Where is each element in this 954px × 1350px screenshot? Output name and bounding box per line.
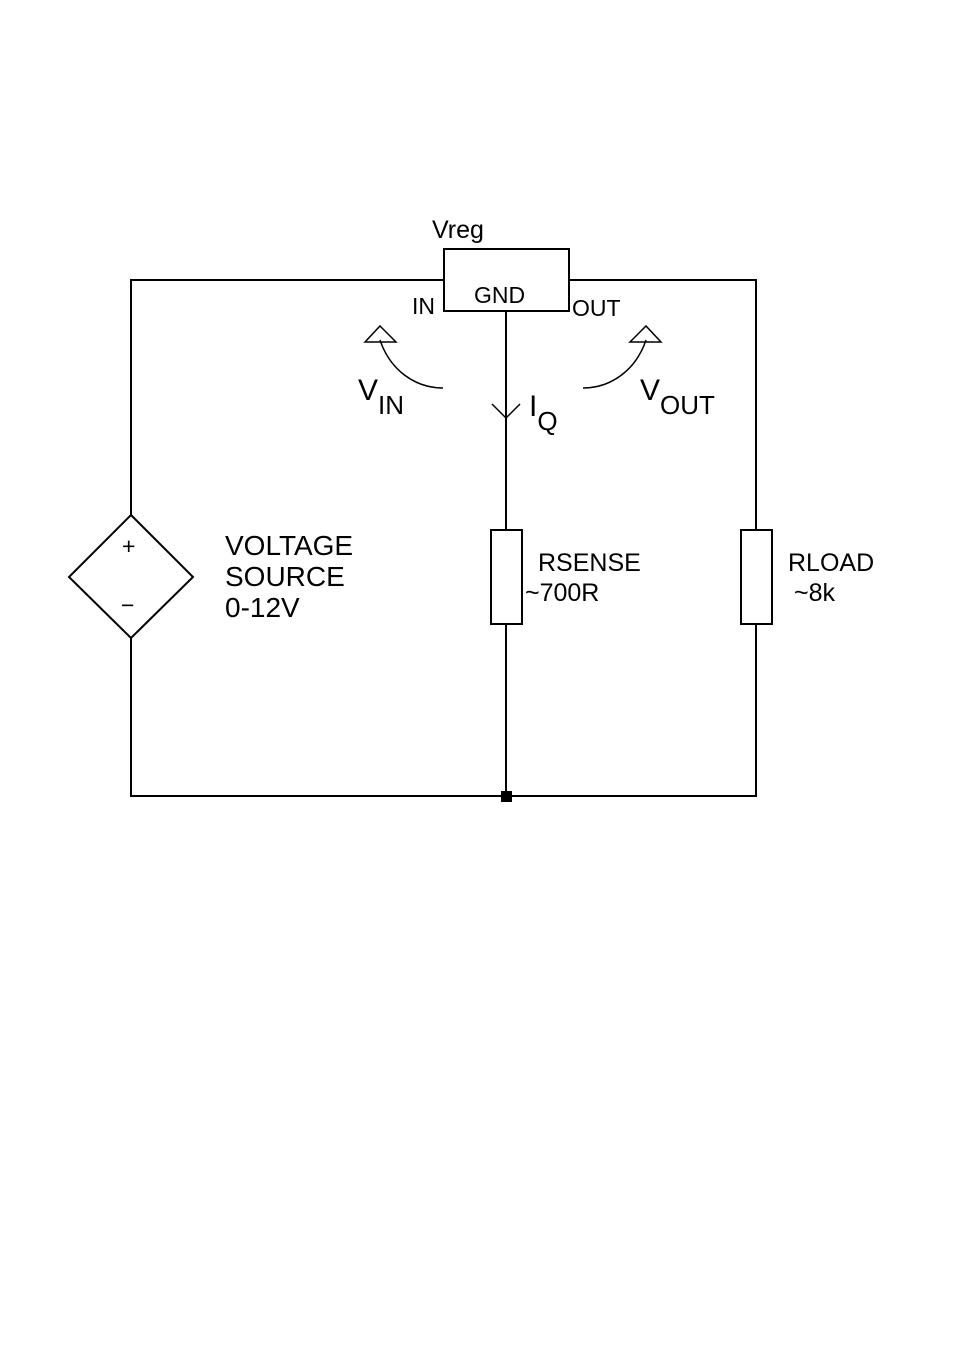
rsense-body xyxy=(491,530,522,624)
voltage-source: + − VOLTAGE SOURCE 0-12V xyxy=(69,515,353,638)
vout-symbol: V xyxy=(640,374,660,407)
vout-arrowhead-icon xyxy=(630,326,661,342)
rload-value: ~8k xyxy=(794,579,836,607)
voltage-regulator: Vreg GND IN OUT xyxy=(412,216,621,321)
vout-annotation: VOUT xyxy=(583,326,715,420)
voltage-source-label-line3: 0-12V xyxy=(225,592,300,623)
iq-label: IQ xyxy=(529,390,558,436)
rsense-value: ~700R xyxy=(525,579,599,607)
rload-body xyxy=(741,530,772,624)
iq-annotation: IQ xyxy=(492,390,558,436)
voltage-source-plus: + xyxy=(122,533,135,559)
vout-label: VOUT xyxy=(640,374,715,420)
rsense-name: RSENSE xyxy=(538,549,641,577)
regulator-pin-gnd: GND xyxy=(474,282,525,308)
ground-junction-dot xyxy=(501,791,512,802)
voltage-source-minus: − xyxy=(121,592,134,618)
voltage-source-label-line2: SOURCE xyxy=(225,561,345,592)
rload-resistor: RLOAD ~8k xyxy=(741,530,874,624)
vin-label: VIN xyxy=(358,374,404,420)
iq-subscript: Q xyxy=(537,406,557,436)
regulator-pin-out: OUT xyxy=(572,295,621,321)
regulator-name: Vreg xyxy=(432,216,484,244)
vin-annotation: VIN xyxy=(358,326,443,420)
vin-subscript: IN xyxy=(378,390,404,420)
vout-arc xyxy=(583,340,646,388)
vin-arc xyxy=(380,340,443,388)
wire-rload-to-ground xyxy=(131,624,756,796)
rload-name: RLOAD xyxy=(788,549,874,577)
vin-arrowhead-icon xyxy=(365,326,396,342)
vout-subscript: OUT xyxy=(660,390,715,420)
rsense-resistor: RSENSE ~700R xyxy=(491,530,641,624)
voltage-source-label-line1: VOLTAGE xyxy=(225,530,353,561)
iq-symbol: I xyxy=(529,390,537,423)
regulator-pin-in: IN xyxy=(412,293,435,319)
vin-symbol: V xyxy=(358,374,378,407)
